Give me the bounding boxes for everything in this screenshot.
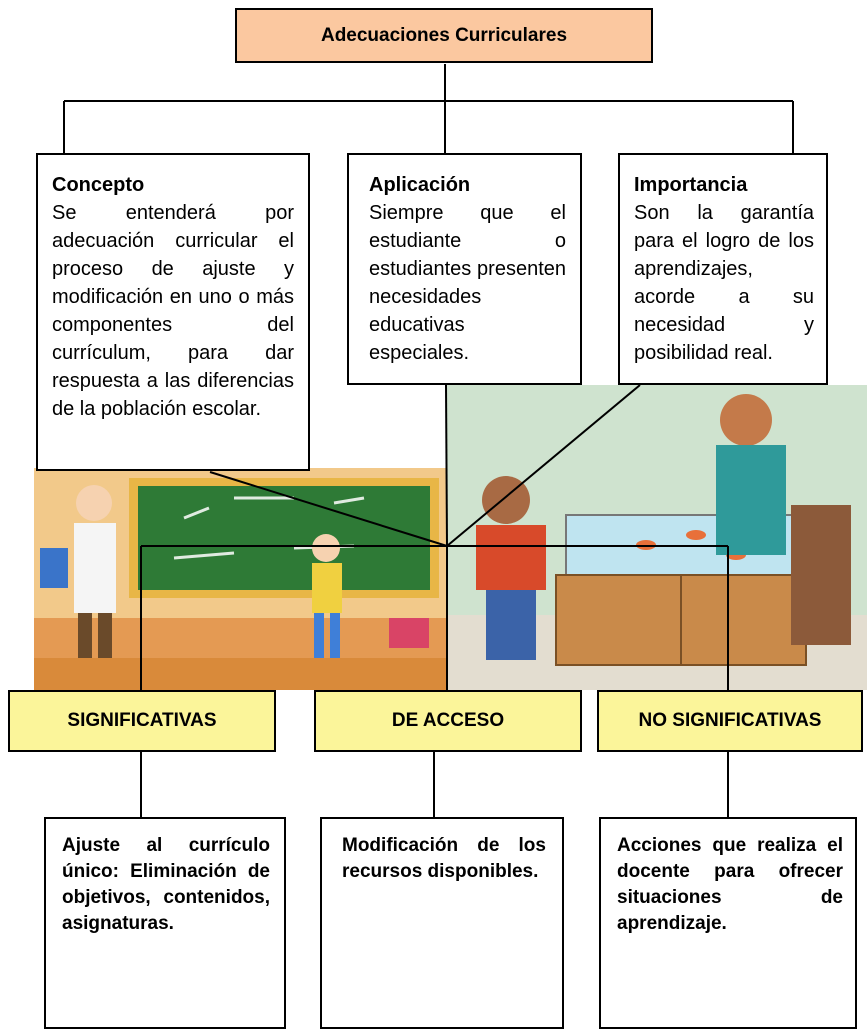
concepto-box: Concepto Se entenderá por adecuación cur… [36,153,310,471]
aquarium-illustration [446,385,867,690]
aplicacion-body: Siempre que el estudiante o estudiantes … [369,202,566,364]
no-significativas-detail-box: Acciones que realiza el docente para ofr… [599,817,857,1029]
classroom-drawing [34,468,446,690]
no-significativas-box: NO SIGNIFICATIVAS [597,690,863,752]
importancia-box: Importancia Son la garantía para el logr… [618,153,828,385]
concepto-heading: Concepto [52,174,145,196]
importancia-body: Son la garantía para el logro de los apr… [634,202,814,364]
importancia-heading: Importancia [634,174,748,196]
de-acceso-box: DE ACCESO [314,690,582,752]
significativas-detail-box: Ajuste al currículo único: Eliminación d… [44,817,286,1029]
de-acceso-detail-box: Modificación de los recursos disponibles… [320,817,564,1029]
classroom-illustration [34,468,446,690]
significativas-box: SIGNIFICATIVAS [8,690,276,752]
no-significativas-label: NO SIGNIFICATIVAS [638,710,822,731]
aplicacion-heading: Aplicación [369,174,471,196]
title-text: Adecuaciones Curriculares [320,24,568,46]
significativas-detail: Ajuste al currículo único: Eliminación d… [62,835,270,934]
title-box: Adecuaciones Curriculares [235,8,653,63]
significativas-label: SIGNIFICATIVAS [67,710,217,731]
no-significativas-detail: Acciones que realiza el docente para ofr… [617,835,843,934]
concepto-body: Se entenderá por adecuación curricular e… [52,202,294,420]
de-acceso-detail: Modificación de los recursos disponibles… [342,835,546,882]
aplicacion-box: Aplicación Siempre que el estudiante o e… [347,153,582,385]
de-acceso-label: DE ACCESO [391,710,505,731]
aquarium-drawing [446,385,867,690]
